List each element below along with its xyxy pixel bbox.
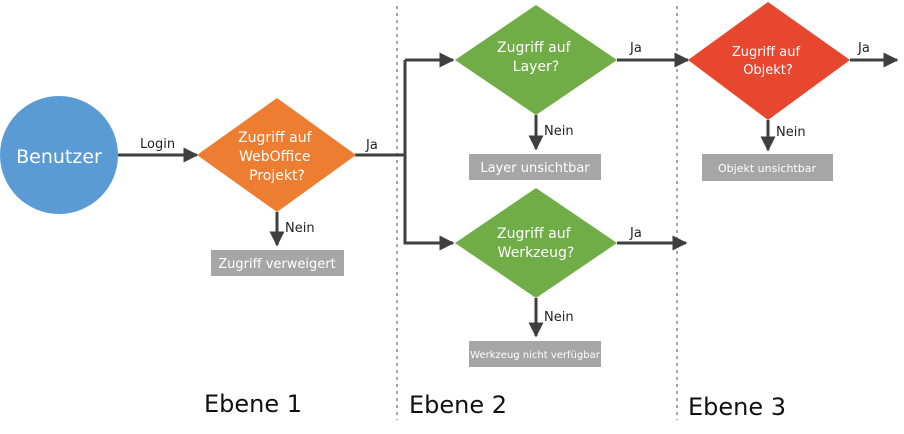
tool-no-label: Nein: [544, 310, 574, 325]
project-access-text: Zugriff auf WebOffice Projekt?: [238, 130, 316, 184]
user-node: [0, 96, 118, 214]
object-access-text: Zugriff auf Objekt?: [732, 45, 804, 78]
object-access-diamond: [688, 2, 850, 120]
result-box-tool-unavailable: [469, 341, 601, 367]
level-3-title: Ebene 3: [688, 393, 786, 421]
object-access-line-1: Zugriff auf: [732, 45, 801, 60]
tool-access-line-2: Werkzeug?: [498, 245, 575, 261]
login-label: Login: [140, 137, 175, 152]
project-access-line-1: Zugriff auf: [238, 130, 313, 146]
layer-access-line-2: Layer?: [513, 59, 559, 75]
layer-access-line-1: Zugriff auf: [497, 40, 572, 56]
tool-access-line-1: Zugriff auf: [497, 226, 572, 242]
result-tool-unavailable-label: Werkzeug nicht verfügbar: [470, 350, 601, 361]
result-project-denied-label: Zugriff verweigert: [218, 257, 335, 272]
result-object-hidden-label: Objekt unsichtbar: [718, 162, 816, 175]
layer-access-text: Zugriff auf Layer?: [497, 40, 575, 75]
object-yes-label: Ja: [857, 41, 870, 56]
layer-access-diamond: [455, 5, 617, 115]
layer-yes-label: Ja: [629, 41, 642, 56]
project-access-diamond: [197, 98, 356, 212]
result-box-layer-hidden: [469, 154, 601, 180]
level-1-title: Ebene 1: [204, 390, 302, 418]
layer-no-label: Nein: [544, 124, 574, 139]
result-box-object-hidden: [702, 154, 833, 181]
tool-yes-label: Ja: [629, 226, 642, 241]
tool-access-diamond: [455, 188, 617, 298]
level-2-title: Ebene 2: [409, 391, 507, 419]
object-access-line-2: Objekt?: [743, 63, 793, 78]
project-access-line-3: Projekt?: [249, 168, 305, 184]
arrow-to-tool: [403, 155, 455, 251]
result-layer-hidden-label: Layer unsichtbar: [480, 161, 590, 176]
project-no-label: Nein: [285, 221, 315, 236]
object-no-label: Nein: [776, 125, 806, 140]
project-yes-label: Ja: [365, 138, 378, 153]
result-box-project-denied: [211, 250, 344, 276]
tool-access-text: Zugriff auf Werkzeug?: [497, 226, 575, 261]
user-node-label: Benutzer: [16, 146, 102, 168]
project-access-line-2: WebOffice: [239, 149, 310, 165]
